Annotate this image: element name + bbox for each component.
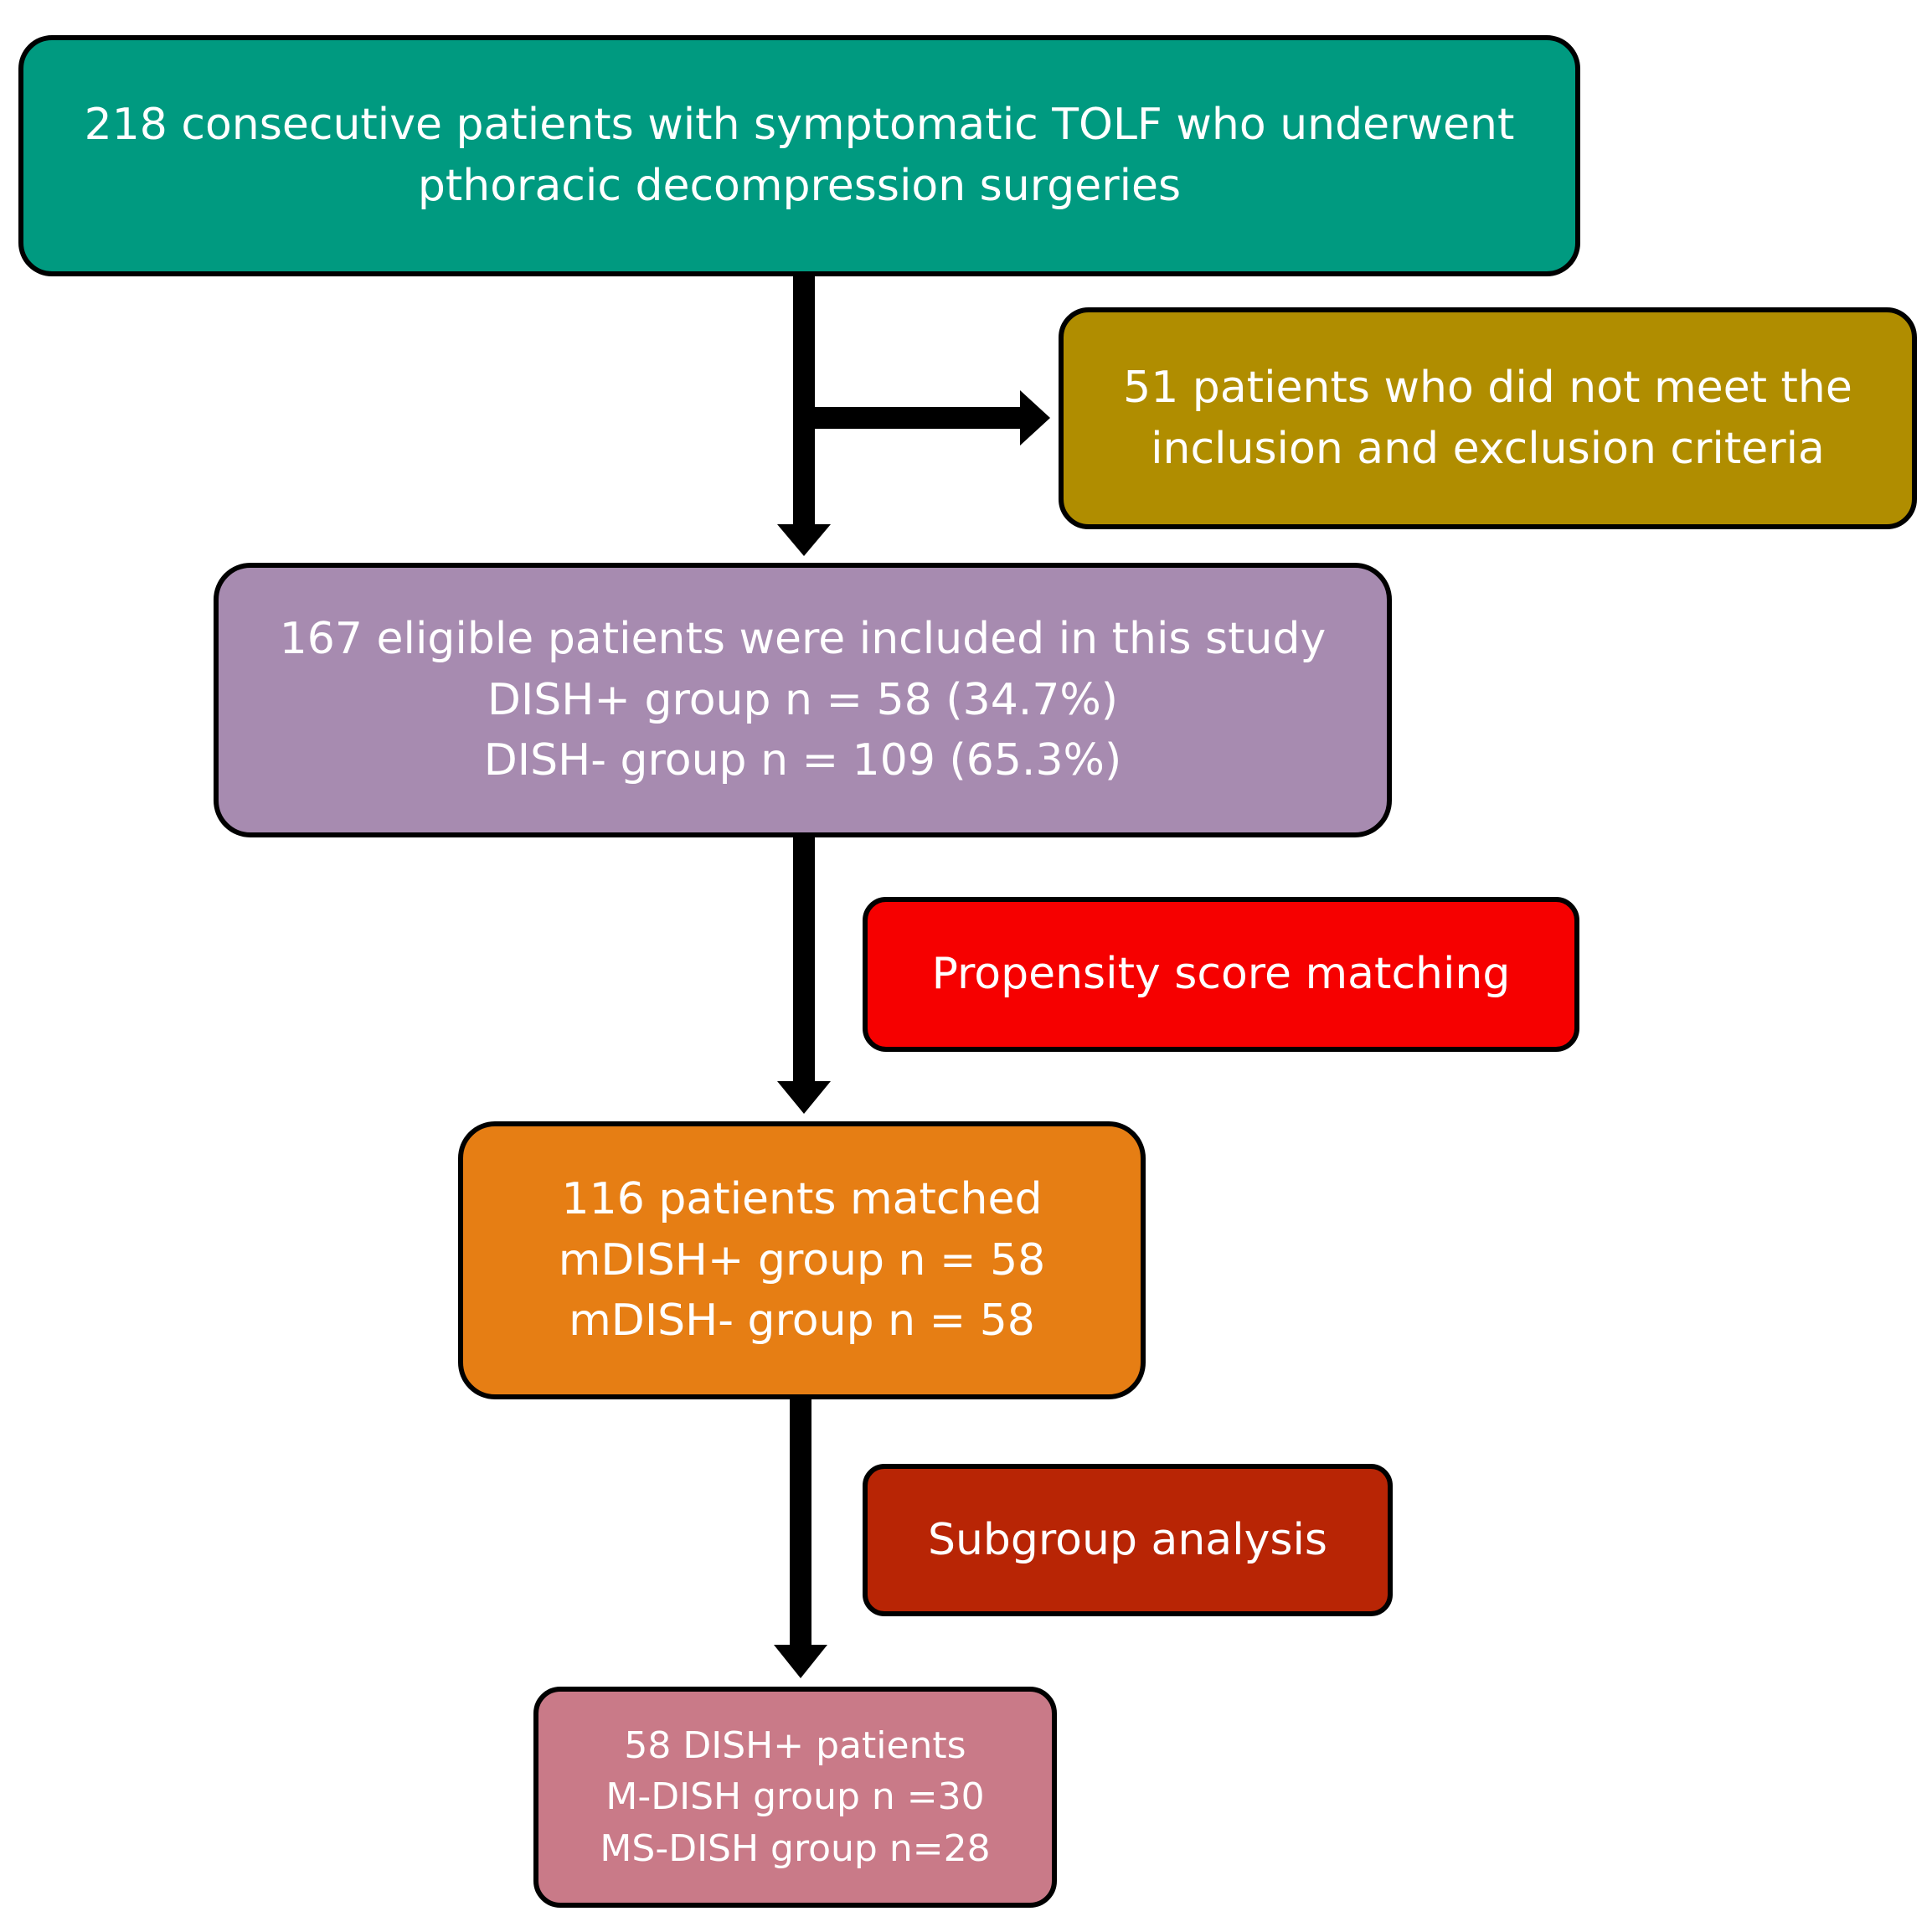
arrow-head-1	[777, 524, 831, 556]
node-line: DISH+ group n = 58 (34.7%)	[487, 674, 1119, 725]
node-propensity-score-matching: Propensity score matching	[863, 897, 1579, 1052]
node-line: 58 DISH+ patients	[624, 1723, 966, 1767]
node-matched: 116 patients matched mDISH+ group n = 58 m…	[458, 1121, 1146, 1399]
node-line: Subgroup analysis	[927, 1514, 1328, 1565]
arrow-shaft-3	[790, 1398, 811, 1646]
arrow-shaft-1	[793, 275, 815, 526]
node-line: 167 eligible patients were included in t…	[279, 613, 1327, 664]
node-included: 167 eligible patients were included in t…	[214, 563, 1392, 837]
node-line: mDISH+ group n = 58	[558, 1234, 1046, 1285]
node-line: 116 patients matched	[561, 1173, 1043, 1224]
node-line: pthoracic decompression surgeries	[417, 161, 1182, 211]
node-screened: 218 consecutive patients with symptomati…	[18, 35, 1580, 276]
node-line: inclusion and exclusion criteria	[1151, 423, 1825, 474]
node-line: M-DISH group n =30	[605, 1775, 985, 1819]
arrow-shaft-branch	[804, 407, 1023, 429]
node-line: 218 consecutive patients with symptomati…	[84, 100, 1515, 151]
arrow-head-2	[777, 1081, 831, 1114]
node-line: MS-DISH group n=28	[600, 1826, 991, 1870]
arrow-head-3	[774, 1645, 827, 1678]
node-line: Propensity score matching	[931, 949, 1511, 1000]
node-line: DISH- group n = 109 (65.3%)	[483, 735, 1122, 786]
node-line: mDISH- group n = 58	[569, 1296, 1035, 1347]
arrow-shaft-2	[793, 836, 815, 1083]
node-line: 51 patients who did not meet the	[1123, 362, 1852, 413]
arrow-head-branch	[1020, 390, 1050, 446]
node-subgroup-analysis: Subgroup analysis	[863, 1464, 1393, 1616]
node-excluded: 51 patients who did not meet the inclusio…	[1059, 307, 1917, 529]
